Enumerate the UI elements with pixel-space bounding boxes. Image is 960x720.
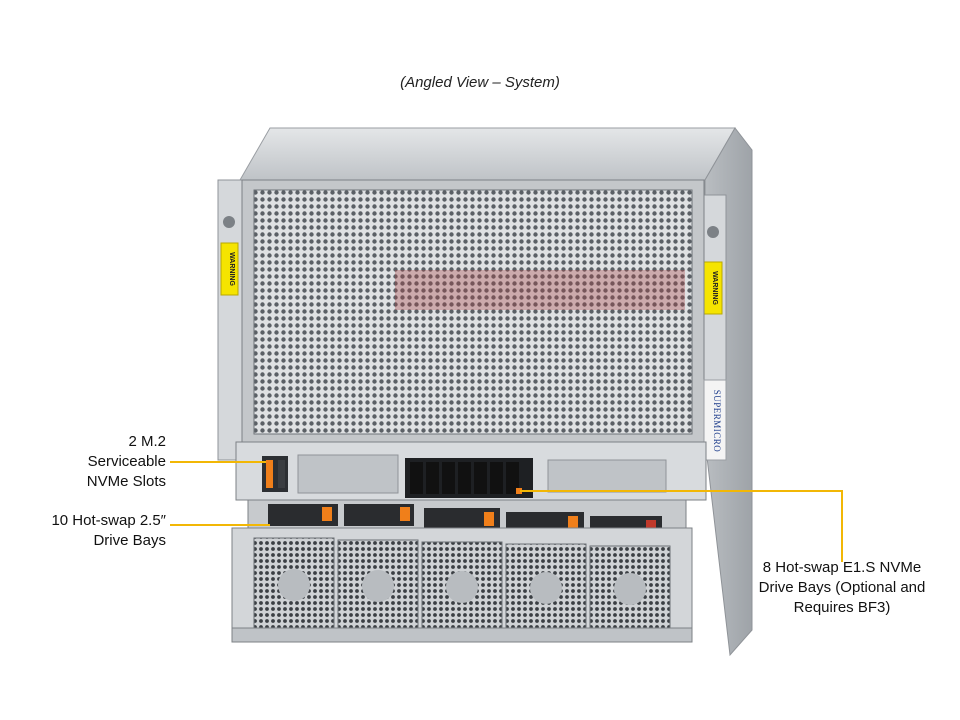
callout-e1s-line-2: Drive Bays (Optional and	[758, 579, 926, 596]
callout-drive-bays-line-1: 10 Hot-swap 2.5″	[51, 512, 166, 529]
callout-line-e1s-vertical	[841, 490, 843, 562]
callout-e1s-line-3: Requires BF3)	[793, 599, 891, 616]
brand-side-text: SUPERMICRO	[712, 389, 722, 453]
warning-label-left-text: WARNING	[228, 252, 235, 286]
callout-m2-line-1: 2 M.2	[128, 433, 166, 450]
warning-label-right-text: WARNING	[711, 271, 718, 305]
callout-label-m2: 2 M.2 Serviceable NVMe Slots	[40, 432, 166, 492]
callout-label-e1s: 8 Hot-swap E1.S NVMe Drive Bays (Optiona…	[740, 558, 944, 618]
callout-line-m2	[170, 461, 266, 463]
brand-strip	[703, 379, 727, 461]
callout-e1s-line-1: 8 Hot-swap E1.S NVMe	[762, 559, 922, 576]
callout-drive-bays-line-2: Drive Bays	[93, 532, 166, 549]
callout-m2-line-2: Serviceable	[87, 453, 166, 470]
callout-m2-line-3: NVMe Slots	[86, 473, 166, 490]
fan-modules	[253, 537, 671, 633]
callout-label-drive-bays: 10 Hot-swap 2.5″ Drive Bays	[10, 511, 166, 551]
page-caption: (Angled View – System)	[400, 74, 560, 91]
chassis-top	[239, 127, 736, 181]
warning-label-left	[220, 242, 239, 296]
callout-line-drive-bays	[170, 524, 270, 526]
e1s-bays	[405, 458, 533, 498]
callout-line-e1s-horizontal	[520, 490, 843, 492]
